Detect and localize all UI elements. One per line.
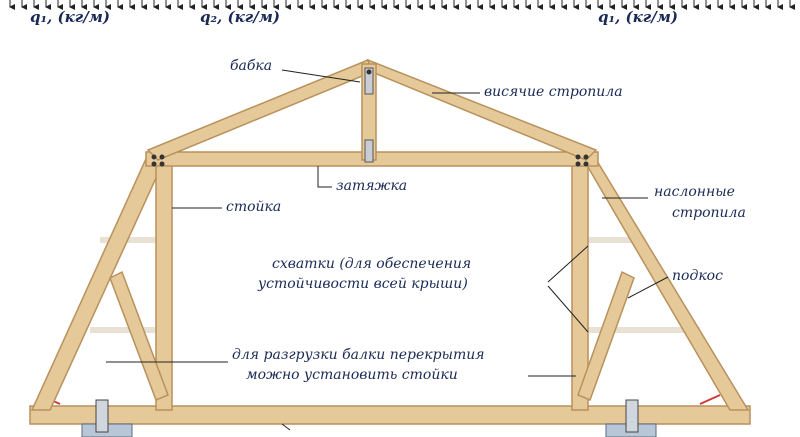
load-label-q1-right: q₁, (кг/м) [598, 8, 679, 26]
joint-bolts [151, 69, 589, 167]
load-label-q1-left: q₁, (кг/м) [30, 8, 111, 26]
label-babka: бабка [230, 58, 273, 74]
label-hanging-rafters: висячие стропила [484, 84, 623, 100]
label-layered-rafters-1: наслонные [654, 184, 735, 200]
hanging-rafter-left [146, 59, 373, 161]
floor-beam [29, 405, 751, 425]
label-layered-rafters-2: стропила [672, 205, 746, 221]
king-post [361, 63, 377, 163]
label-tie: затяжка [336, 178, 408, 194]
hanging-rafter-right [366, 58, 598, 161]
label-post: стойка [226, 199, 282, 215]
load-arrows [9, 0, 795, 10]
label-braces-line2: устойчивости всей крыши) [258, 276, 468, 292]
leader-lines [106, 69, 669, 431]
label-note-line2: можно установить стойки [246, 367, 458, 383]
strut-left [109, 270, 169, 401]
label-note-line1: для разгрузки балки перекрытия [232, 347, 485, 363]
load-label-q2: q₂, (кг/м) [200, 8, 281, 26]
strut-right [577, 270, 635, 401]
label-strut: подкос [672, 268, 723, 284]
support-right [605, 394, 721, 437]
label-braces-line1: схватки (для обеспечения [272, 256, 472, 272]
